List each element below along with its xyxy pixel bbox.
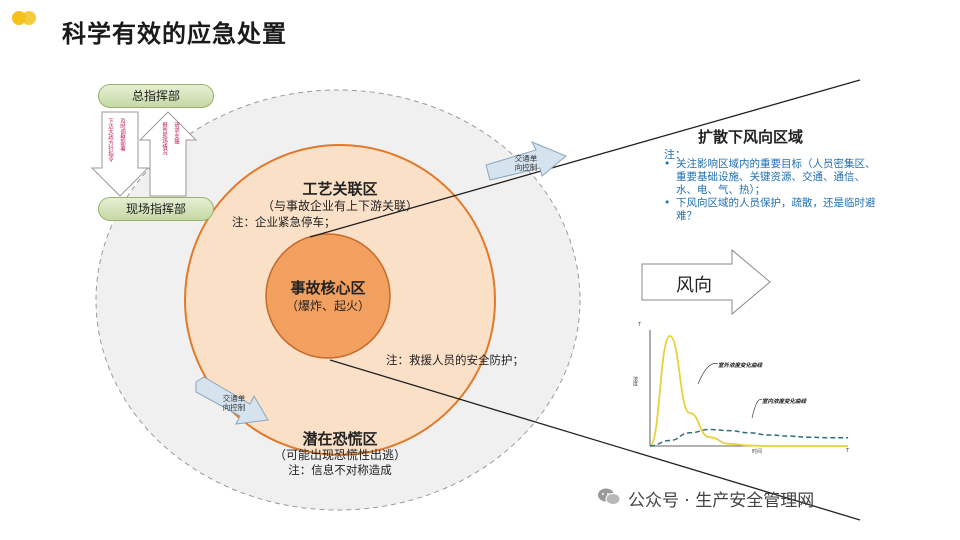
leader-indoor [751, 399, 763, 419]
panic-zone-note: 注：信息不对称造成 [288, 463, 392, 477]
chart-x-end-label: T [846, 448, 850, 454]
command-up-arrow [138, 111, 198, 197]
series-label-outdoor: 室外浓度变化曲线 [718, 363, 763, 369]
panic-zone-subtitle: （可能出现恐慌性出逃） [273, 448, 406, 462]
leader-outdoor [697, 363, 719, 385]
slide-title: 科学有效的应急处置 [62, 20, 287, 48]
wind-label: 风向 [676, 275, 712, 296]
core-zone-title: 事故核心区 [290, 279, 366, 297]
plume-lower-line [329, 359, 861, 521]
process-zone-subtitle: （与事故企业有上下游关联） [261, 199, 418, 213]
chart-ylabel: 浓度 [632, 376, 638, 386]
downwind-note: 注： [664, 148, 686, 161]
downwind-item: •关注影响区域内的重要目标（人员密集区、重要基础设施、关键资源、交通、通信、水、… [664, 158, 876, 196]
downwind-item: •下风向区域的人员保护，疏散，还是临时避难？ [664, 197, 876, 222]
command-down-arrow [90, 111, 150, 197]
chart-y-end-label: T [638, 322, 642, 328]
wind-arrow [641, 248, 771, 316]
field-command-pill: 现场指挥部 [98, 197, 214, 221]
traffic-label-bottom: 交通单 向控制 [222, 394, 246, 412]
panic-zone-title: 潜在恐慌区 [302, 430, 378, 448]
bullet-icon: • [664, 197, 671, 209]
footer-watermark: 公众号 · 生产安全管理网 [628, 491, 815, 511]
command-up-text: 报告现场情况 [161, 122, 167, 155]
concentration-chart [649, 330, 848, 447]
core-zone-subtitle: （爆炸、起火） [285, 299, 370, 313]
command-down-text: 下达大政方针指令 [107, 118, 113, 162]
chart-xlabel: 时间 [752, 449, 763, 455]
rescue-note: 注：救援人员的安全防护； [386, 353, 524, 367]
process-zone-title: 工艺关联区 [302, 180, 378, 198]
bullet-icon: • [664, 158, 671, 170]
command-up-text-2: 请求支援 [173, 122, 179, 144]
series-line-1 [649, 428, 848, 447]
process-zone-note: 注：企业紧急停车； [232, 215, 336, 229]
downwind-list: •关注影响区域内的重要目标（人员密集区、重要基础设施、关键资源、交通、通信、水、… [664, 158, 876, 223]
downwind-title: 扩散下风向区域 [698, 128, 804, 146]
plume-upper-line [309, 79, 861, 238]
accent-dot-right [22, 11, 36, 25]
wechat-icon [598, 488, 621, 505]
core-zone-circle [265, 233, 391, 359]
series-line-0 [649, 335, 848, 447]
command-down-text-2: 及时调整部署 [119, 118, 125, 151]
traffic-arrow-top [485, 141, 567, 181]
general-command-pill: 总指挥部 [98, 84, 214, 108]
series-label-indoor: 室内浓度变化曲线 [762, 399, 807, 405]
traffic-arrow-bottom [195, 376, 269, 425]
traffic-label-top: 交通单 向控制 [514, 154, 538, 172]
